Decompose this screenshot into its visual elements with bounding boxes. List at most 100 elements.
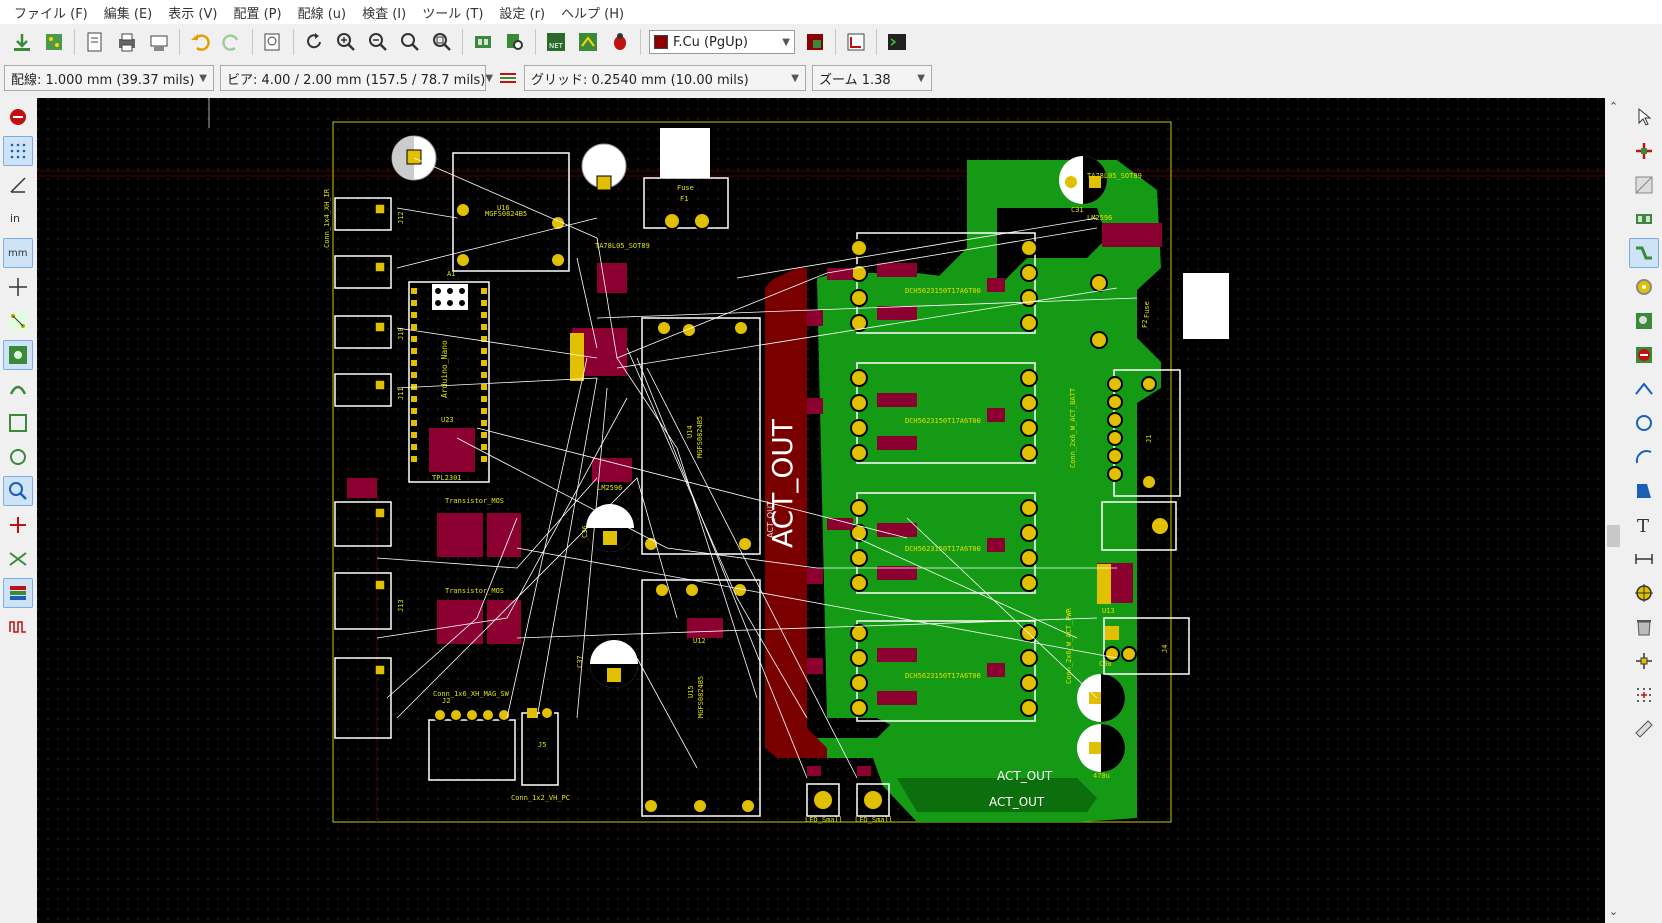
hide-ratsnest-icon[interactable] — [3, 544, 33, 574]
autoroute-icon[interactable] — [841, 27, 871, 57]
layer-selector[interactable]: F.Cu (PgUp) ▼ — [649, 30, 795, 54]
u16-value-label: MGFS0824B5 — [485, 210, 527, 218]
zoom-out-icon[interactable] — [363, 27, 393, 57]
scroll-down-icon[interactable]: ⌄ — [1608, 905, 1619, 918]
board-setup-icon[interactable] — [39, 27, 69, 57]
inch-icon[interactable]: in — [3, 204, 33, 234]
f2-label: F2 — [1141, 320, 1149, 328]
microwave-icon[interactable] — [3, 612, 33, 642]
route-track-icon[interactable] — [1629, 238, 1659, 268]
vertical-scrollbar[interactable]: ⌃ ⌄ — [1605, 98, 1622, 923]
add-dimension-icon[interactable] — [1629, 544, 1659, 574]
scroll-up-icon[interactable]: ⌃ — [1608, 100, 1619, 113]
page-settings-icon[interactable] — [80, 27, 110, 57]
grid-origin-icon[interactable] — [1629, 680, 1659, 710]
lm2596-2-label: LM2596 — [1087, 214, 1112, 222]
j4-value-label: Conn_2x6_W_ACT_PWR — [1065, 607, 1073, 684]
grid-select[interactable]: グリッド: 0.2540 mm (10.00 mils)▼ — [524, 65, 806, 91]
polar-icon[interactable] — [3, 170, 33, 200]
set-origin-icon[interactable] — [1629, 646, 1659, 676]
add-circle-icon[interactable] — [1629, 408, 1659, 438]
update-pcb-icon[interactable] — [573, 27, 603, 57]
footprint-viewer-icon[interactable] — [500, 27, 530, 57]
layer-manager-icon[interactable] — [3, 578, 33, 608]
pad-sketch-icon[interactable] — [3, 442, 33, 472]
netlist-icon[interactable]: NET — [541, 27, 571, 57]
zoom-area-icon[interactable] — [427, 27, 457, 57]
u23-label: U23 — [441, 416, 454, 424]
add-keepout-icon[interactable] — [1629, 340, 1659, 370]
j5-label: J5 — [538, 741, 546, 749]
zoom-in-icon[interactable] — [331, 27, 361, 57]
menu-view[interactable]: 表示 (V) — [168, 6, 218, 22]
u13-label: U13 — [1102, 607, 1115, 615]
right-toolbar: T — [1626, 100, 1662, 923]
redo-icon[interactable] — [217, 27, 247, 57]
highlight-net-icon[interactable] — [1629, 136, 1659, 166]
leds: LED_Small LED_Small — [805, 766, 893, 824]
track-via-icon[interactable] — [493, 63, 523, 93]
j11-label: J11 — [397, 387, 405, 400]
add-arc-icon[interactable] — [1629, 442, 1659, 472]
conn-ir-label: Conn_1x4_XH_IR — [323, 188, 331, 248]
add-footprint-icon[interactable] — [1629, 204, 1659, 234]
local-ratsnest-icon[interactable] — [1629, 170, 1659, 200]
mm-icon[interactable]: mm — [3, 238, 33, 268]
via-size-value: ビア: 4.00 / 2.00 mm (157.5 / 78.7 mils) — [227, 72, 486, 88]
select-icon[interactable] — [1629, 102, 1659, 132]
add-polygon-icon[interactable] — [1629, 476, 1659, 506]
menu-place[interactable]: 配置 (P) — [233, 6, 282, 22]
measure-icon[interactable] — [1629, 714, 1659, 744]
capacitors: C31 C36 C37 470u C60 — [391, 135, 1125, 780]
zone-outline-icon[interactable] — [3, 374, 33, 404]
cursor-icon[interactable] — [3, 272, 33, 302]
add-target-icon[interactable] — [1629, 578, 1659, 608]
inductor-l2-label: DCH5623150T17A6T00 — [905, 417, 981, 425]
menu-help[interactable]: ヘルプ (H) — [561, 6, 625, 22]
menu-file[interactable]: ファイル (F) — [14, 6, 88, 22]
grid-icon[interactable] — [3, 136, 33, 166]
u14-value-label: MGFS0824B5 — [696, 416, 704, 458]
zoom-select[interactable]: ズーム 1.38▼ — [812, 65, 932, 91]
zoom-fit-icon[interactable] — [395, 27, 425, 57]
track-sketch-icon[interactable] — [3, 510, 33, 540]
add-line-icon[interactable] — [1629, 374, 1659, 404]
refresh-icon[interactable] — [299, 27, 329, 57]
layer-pair-icon[interactable] — [800, 27, 830, 57]
smd-parts: Transistor_MOS Transistor_MOS TA78L05_SO… — [347, 172, 1162, 645]
undo-icon[interactable] — [185, 27, 215, 57]
zone-fill-icon[interactable] — [3, 340, 33, 370]
layer-name: F.Cu (PgUp) — [673, 34, 748, 50]
menu-edit[interactable]: 編集 (E) — [103, 6, 153, 22]
download-icon[interactable] — [7, 27, 37, 57]
footprint-editor-icon[interactable] — [468, 27, 498, 57]
via-size-select[interactable]: ビア: 4.00 / 2.00 mm (157.5 / 78.7 mils)▼ — [220, 65, 493, 91]
add-via-icon[interactable] — [1629, 272, 1659, 302]
j1-label: J1 — [1145, 435, 1153, 443]
menu-route[interactable]: 配線 (u) — [297, 6, 347, 22]
delete-icon[interactable] — [1629, 612, 1659, 642]
pcb-canvas[interactable]: ACT_OUT ACT_OUT ACT_OUT ACT_OUT DCH56231… — [37, 98, 1605, 923]
drc-marker-icon[interactable] — [3, 102, 33, 132]
track-width-select[interactable]: 配線: 1.000 mm (39.37 mils)▼ — [4, 65, 214, 91]
drc-icon[interactable] — [605, 27, 635, 57]
scroll-thumb[interactable] — [1607, 525, 1620, 547]
j5-value-label: Conn_1x2_VH_PC — [511, 794, 570, 802]
menu-preferences[interactable]: 設定 (r) — [499, 6, 546, 22]
chevron-down-icon: ▼ — [199, 72, 207, 84]
fuses: Fuse F1 F2 Fuse — [643, 128, 1229, 349]
add-zone-icon[interactable] — [1629, 306, 1659, 336]
find-icon[interactable] — [258, 27, 288, 57]
menu-inspect[interactable]: 検査 (I) — [362, 6, 407, 22]
options-bar: 配線: 1.000 mm (39.37 mils)▼ ビア: 4.00 / 2.… — [0, 62, 1662, 94]
zone-sketch-icon[interactable] — [3, 408, 33, 438]
act-out-small-label: ACT_OUT — [766, 501, 775, 538]
print-icon[interactable] — [112, 27, 142, 57]
add-text-icon[interactable]: T — [1629, 510, 1659, 540]
ratsnest-icon[interactable] — [3, 306, 33, 336]
via-sketch-icon[interactable] — [3, 476, 33, 506]
act-out-label-2: ACT_OUT — [989, 795, 1045, 809]
plot-icon[interactable] — [144, 27, 174, 57]
menu-tools[interactable]: ツール (T) — [422, 6, 484, 22]
scripting-icon[interactable] — [882, 27, 912, 57]
